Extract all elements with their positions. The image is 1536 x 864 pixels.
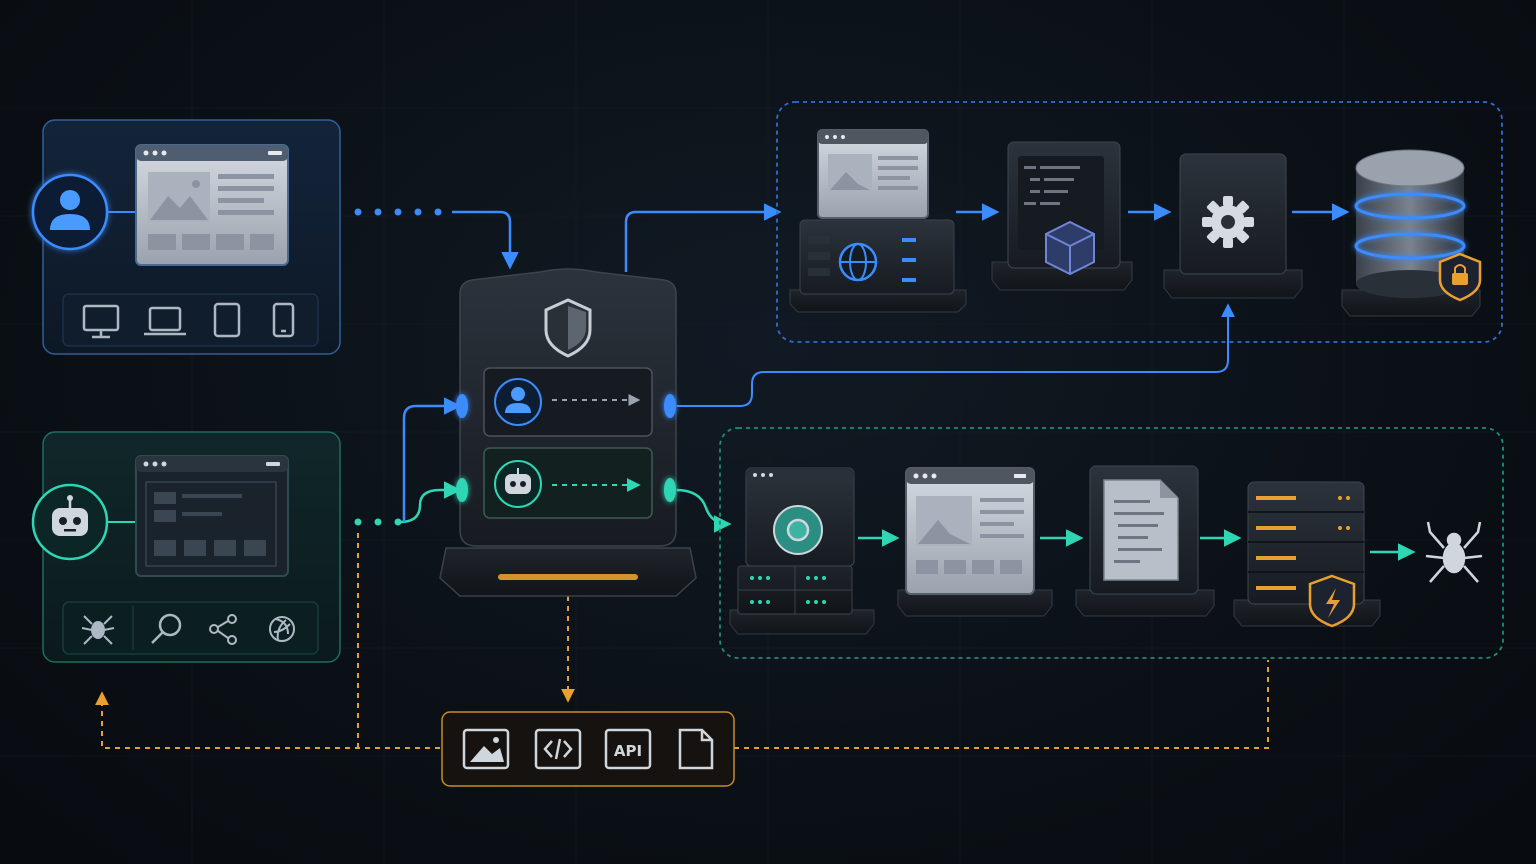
user-icon: [494, 378, 542, 426]
user-lane-to-pipeline-line: [676, 303, 1235, 407]
bot-to-gateway-arrow: [399, 481, 462, 524]
laptop-icon: [144, 306, 186, 336]
openai-icon: [269, 616, 295, 642]
bot-pipeline-to-output-line: [734, 660, 1269, 749]
bot-client-panel: [31, 431, 341, 663]
browser-window-icon: [135, 455, 289, 577]
gateway-to-user-pipeline-arrow: [624, 203, 782, 272]
protected-server-icon: [1233, 481, 1381, 628]
gear-icon: [1163, 153, 1303, 299]
robot-avatar-icon: [31, 483, 109, 561]
phone-icon: [272, 302, 295, 338]
spider-icon: [81, 615, 115, 645]
user-flow-dots: [354, 208, 442, 216]
document-icon: [678, 728, 714, 770]
output-to-clients-arrow: [95, 691, 440, 749]
output-formats-panel: API: [441, 711, 735, 787]
robot-icon: [494, 460, 542, 508]
code-module-icon: [991, 141, 1133, 291]
browser-window-icon: [135, 144, 289, 266]
user-avatar-icon: [31, 173, 109, 251]
chrome-browser-server-icon: [729, 467, 875, 635]
document-icon: [1075, 465, 1215, 617]
bot-pipeline-group: [719, 427, 1504, 659]
webpage-icon: [897, 467, 1053, 617]
image-icon: [462, 728, 510, 770]
desktop-icon: [82, 304, 120, 339]
user-to-gateway-arrow: [452, 210, 519, 270]
bot-flow-dots: [354, 518, 402, 526]
gateway-device: [439, 268, 697, 597]
shield-icon: [544, 298, 592, 358]
search-icon: [151, 613, 182, 644]
user-pipeline-group: [776, 101, 1503, 343]
tablet-icon: [213, 302, 241, 338]
code-icon: [534, 728, 582, 770]
web-server-globe-icon: [789, 129, 967, 313]
spider-icon: [1425, 521, 1483, 583]
user-client-panel: [31, 119, 341, 355]
connectors: [95, 203, 1416, 749]
api-icon: API: [604, 728, 652, 770]
split-to-user-lane-arrow: [402, 397, 462, 522]
share-icon: [209, 614, 237, 645]
gateway-ports: [456, 394, 676, 502]
api-label: API: [614, 742, 642, 760]
database-lock-icon: [1341, 149, 1482, 317]
